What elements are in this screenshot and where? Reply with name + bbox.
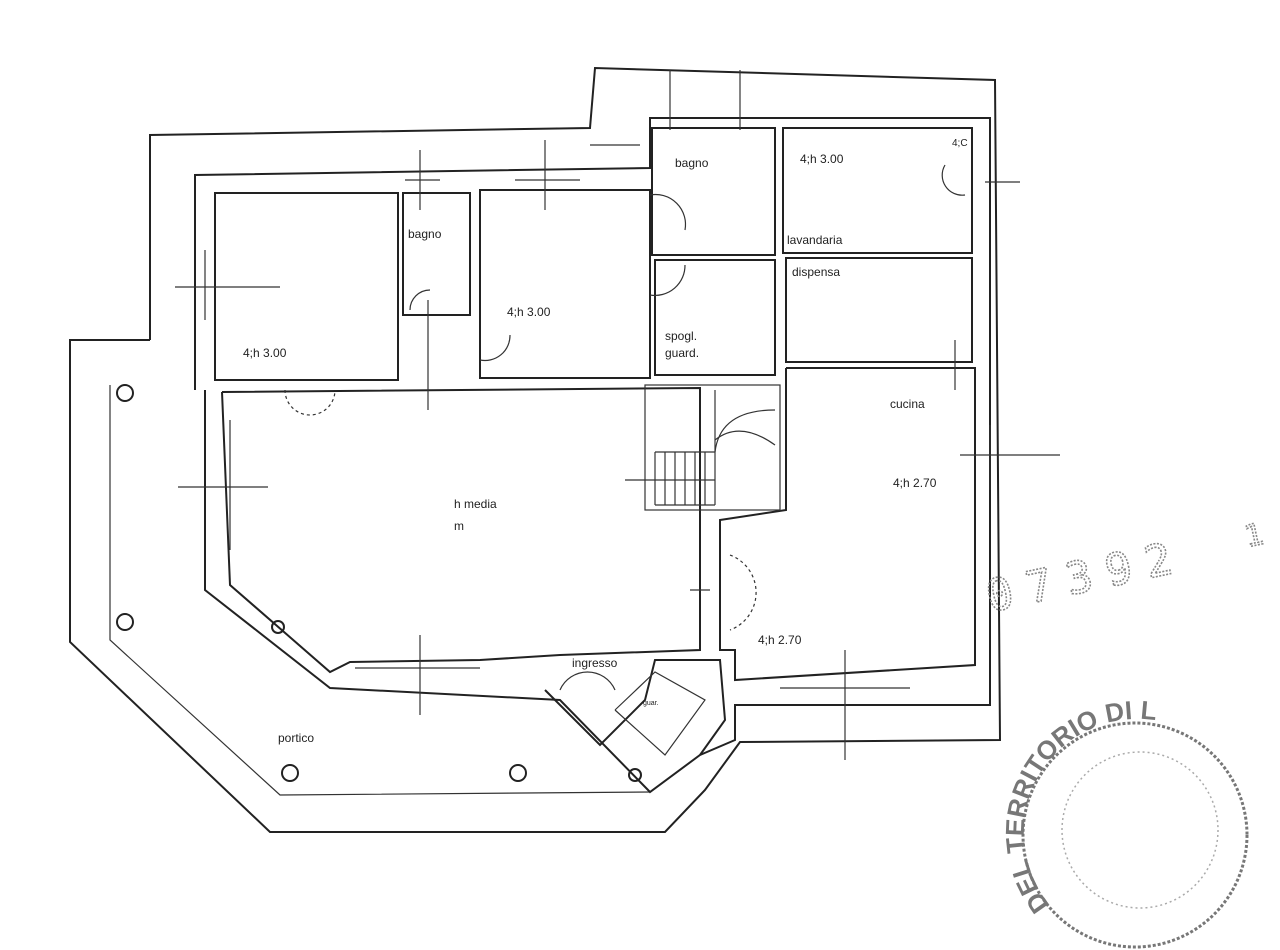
- bathroom-small: [402, 192, 471, 316]
- label-dispensa: dispensa: [792, 265, 840, 279]
- label-bagno-small: bagno: [408, 227, 442, 241]
- building-wall: [194, 117, 991, 794]
- svg-text:DEL TERRITORIO DI L: DEL TERRITORIO DI L: [1000, 695, 1158, 919]
- pantry: [785, 257, 973, 363]
- closet: [614, 671, 706, 756]
- label-cucina-height-2: 4;h 2.70: [758, 633, 802, 647]
- portico-inner-line: [109, 385, 651, 796]
- label-laundry-small: 4;C: [952, 138, 968, 149]
- label-bagno-main: bagno: [675, 156, 709, 170]
- bathroom-main: [651, 127, 776, 256]
- label-guar: guar.: [643, 700, 659, 707]
- living-room: [221, 386, 701, 674]
- label-cucina: cucina: [890, 397, 925, 411]
- label-bedroom-center-height: 4;h 3.00: [507, 305, 551, 319]
- label-cucina-height-1: 4;h 2.70: [893, 476, 937, 490]
- stamp-number: 07392 1: [981, 516, 1267, 623]
- label-bedroom-left-height: 4;h 3.00: [243, 346, 287, 360]
- label-portico: portico: [278, 731, 314, 745]
- label-spogl: spogl.: [665, 329, 697, 343]
- staircase: [644, 384, 781, 511]
- official-seal: DEL TERRITORIO DI L: [1000, 695, 1249, 949]
- laundry: [782, 127, 973, 254]
- label-lavandaria: lavandaria: [787, 233, 843, 247]
- label-guard: guard.: [665, 346, 699, 360]
- dressing-room: [654, 259, 776, 376]
- bedroom-center: [479, 189, 651, 379]
- svg-text:07392: 07392: [982, 531, 1191, 623]
- label-ingresso: ingresso: [572, 656, 618, 670]
- window-markers: [175, 70, 1060, 760]
- svg-text:1: 1: [1242, 517, 1267, 555]
- kitchen: [719, 367, 976, 682]
- stair-treads: [654, 390, 776, 506]
- outer-boundary: [69, 66, 1002, 833]
- label-living-1: h media: [454, 497, 497, 511]
- columns: [116, 384, 642, 782]
- label-laundry-height: 4;h 3.00: [800, 152, 844, 166]
- label-living-2: m: [454, 519, 464, 533]
- entrance-wall: [544, 659, 727, 756]
- door-swings: [284, 164, 966, 691]
